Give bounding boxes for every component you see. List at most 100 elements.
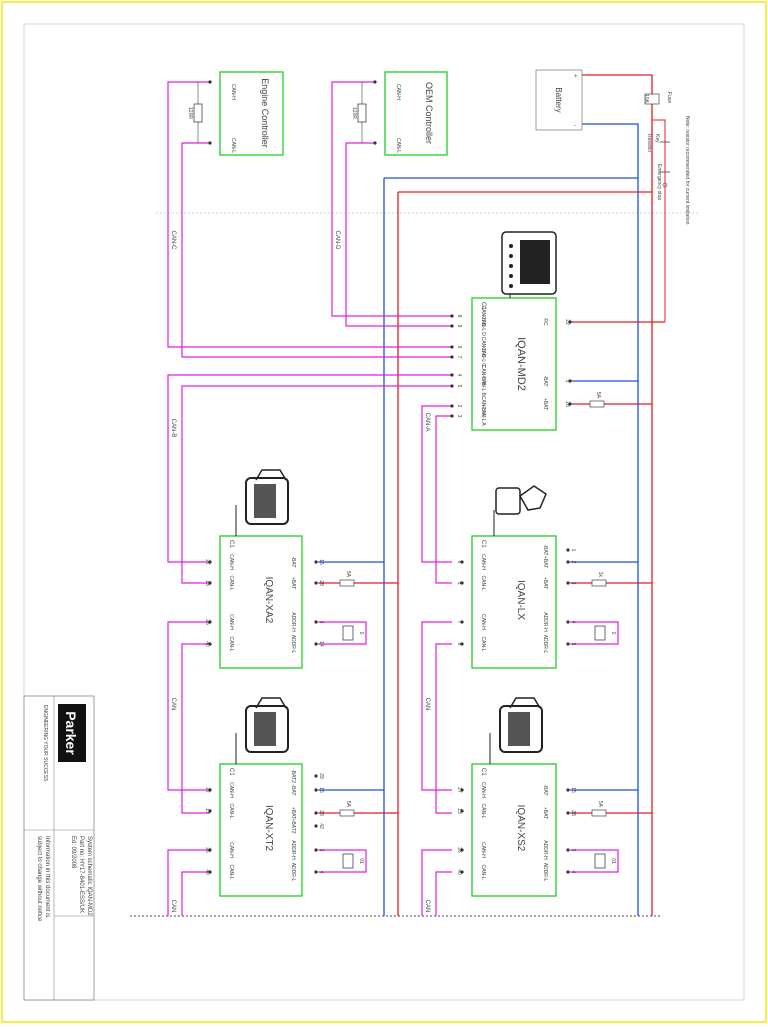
xa2-address-resistor: [342, 625, 354, 641]
md2-right-pin-num-2: 28: [564, 401, 570, 407]
xt2-pin-4: ADDR-H: [290, 840, 296, 860]
iqan-xa2-module: IQAN-XA2 C1: [219, 535, 303, 669]
bus-label-can-b: CAN-B: [170, 419, 176, 438]
lx-address-resistor: [594, 625, 606, 641]
md2-can-pin-3: CAN-L C: [480, 347, 486, 367]
xt2-pin-num-3: 42: [318, 823, 324, 829]
xa2-can-pin-num-1: 13: [204, 580, 210, 586]
lx-pin-3: ADDR-H: [542, 612, 548, 632]
md2-can-pin-2: CAN-H C: [480, 337, 486, 358]
xt2-can-pin-2: CAN-H: [228, 842, 234, 858]
md2-can-pin-6: CAN-H A: [480, 396, 486, 417]
engine-resistor-label: 120R: [187, 107, 193, 119]
lx-pin-num-3: 4: [570, 621, 576, 624]
xs2-pin-2: ADDR-H: [542, 840, 548, 860]
note-resistor: Resistor: [646, 134, 652, 153]
xa2-c1: C1: [228, 540, 234, 548]
iqan-xt2-module: IQAN-XT2 C1: [219, 763, 303, 897]
lx-pin-2: +BAT: [542, 577, 548, 589]
xa2-pin-dot-2: [314, 620, 318, 624]
power-resistors: [339, 93, 660, 817]
md2-right-pin-0: RC: [542, 318, 548, 326]
lx-pin-dot-4: [566, 642, 570, 646]
xa2-pin-num-3: 14: [318, 641, 324, 647]
xa2-pin-num-2: 3: [318, 621, 324, 624]
oem-controller-title: OEM Controller: [424, 82, 434, 144]
xt2-pin-dot-1: [314, 788, 318, 792]
md2-can-pin-dot-5: [450, 384, 454, 388]
xa2-connector-icon: [235, 469, 289, 536]
engine-controller: Engine Controller CAN-H CAN-L: [219, 71, 284, 156]
xt2-c1: C1: [228, 768, 234, 776]
lx-c1: C1: [480, 540, 486, 548]
md2-title: IQAN-MD2: [515, 337, 527, 391]
md2-can-pin-dot-2: [450, 345, 454, 349]
xa2-can-pin-2: CAN-H: [228, 614, 234, 630]
md2-can-pin-num-4: 4: [456, 374, 462, 377]
svg-text:-: -: [574, 123, 576, 129]
xt2-pin-dot-5: [314, 870, 318, 874]
xs2-can-pin-2: CAN-H: [480, 842, 486, 858]
bus-label-can-bottom-left: CAN: [170, 900, 176, 913]
lx-can-pin-num-0: 6: [456, 561, 462, 564]
xt2-pin-dot-2: [314, 811, 318, 815]
xt2-connector-icon: [235, 697, 289, 764]
xt2-address-resistor: [342, 853, 354, 869]
note-text: Note: resistor recommended for current l…: [684, 116, 690, 225]
lx-can-pin-dot-2: [460, 620, 464, 624]
xs2-address-label: 01: [610, 858, 616, 864]
xs2-pin-1: +BAT: [542, 807, 548, 819]
xa2-pin-0: -BAT: [290, 556, 296, 567]
dept-text: ENGINEERING YOUR SUCCESS: [42, 705, 48, 782]
xa2-can-pin-dot-3: [208, 642, 212, 646]
xt2-can-pin-0: CAN-H: [228, 782, 234, 798]
md2-right-pin-1: -BAT: [542, 375, 548, 386]
xa2-can-pin-dot-0: [208, 560, 212, 564]
xa2-pin-dot-1: [314, 581, 318, 585]
lx-pin-dot-1: [566, 560, 570, 564]
engine-pin-dot-h: [208, 80, 212, 84]
svg-text:+: +: [574, 74, 578, 80]
xa2-address-label: 0: [358, 632, 364, 635]
oem-controller: OEM Controller CAN-H CAN-L: [384, 71, 448, 156]
iqan-md2-module: IQAN-MD2 C1: [471, 297, 557, 431]
lx-pin-4: ADDR-L: [542, 635, 548, 654]
lx-can-pin-dot-0: [460, 560, 464, 564]
xt2-can-pin-1: CAN-L: [228, 803, 234, 818]
oem-termination-resistor: [357, 103, 367, 123]
bus-label-can-bottom-right: CAN: [424, 900, 430, 913]
md2-display-icon: [501, 231, 557, 298]
xs2-can-pin-num-0: 27: [456, 787, 462, 793]
lx-address-label: 0: [610, 632, 616, 635]
lx-can-pin-num-3: 8: [456, 643, 462, 646]
xt2-title: IQAN-XT2: [263, 805, 274, 852]
title-line-2: Part no: HY17-8401-ESS/UK: [78, 836, 84, 913]
md2-can-pin-num-1: 9: [456, 325, 462, 328]
can-wiring: [167, 81, 619, 916]
xt2-pin-dot-3: [314, 824, 318, 828]
xs2-address-resistor: [594, 853, 606, 869]
xa2-can-pin-1: CAN-L: [228, 575, 234, 590]
xt2-pin-num-5: 4: [318, 871, 324, 874]
xa2-can-pin-0: CAN-H: [228, 554, 234, 570]
xt2-can-pin-num-0: 27: [204, 787, 210, 793]
note-key: Key: [654, 134, 660, 143]
xt2-power-resistor-label: 5A: [345, 801, 351, 808]
xt2-can-pin-dot-1: [208, 809, 212, 813]
xt2-pin-dot-0: [314, 774, 318, 778]
lx-can-pin-3: CAN-L: [480, 636, 486, 651]
logo-text: Parker: [63, 711, 79, 755]
bus-label-can-a: CAN-A: [424, 413, 430, 432]
engine-termination-resistor: [193, 103, 203, 123]
xs2-pin-num-1: 28: [570, 810, 576, 816]
xt2-pin-5: ADDR-L: [290, 863, 296, 882]
title-line-3: Ed: 09/2008: [70, 836, 76, 869]
xa2-pin-num-0: 15: [318, 559, 324, 565]
inner-frame: [23, 23, 745, 1001]
bus-label-can-c: CAN-C: [170, 231, 176, 251]
note-emergency: Emergency stop: [656, 164, 662, 200]
xs2-can-pin-1: CAN-L: [480, 803, 486, 818]
battery-title: Battery: [554, 87, 563, 112]
